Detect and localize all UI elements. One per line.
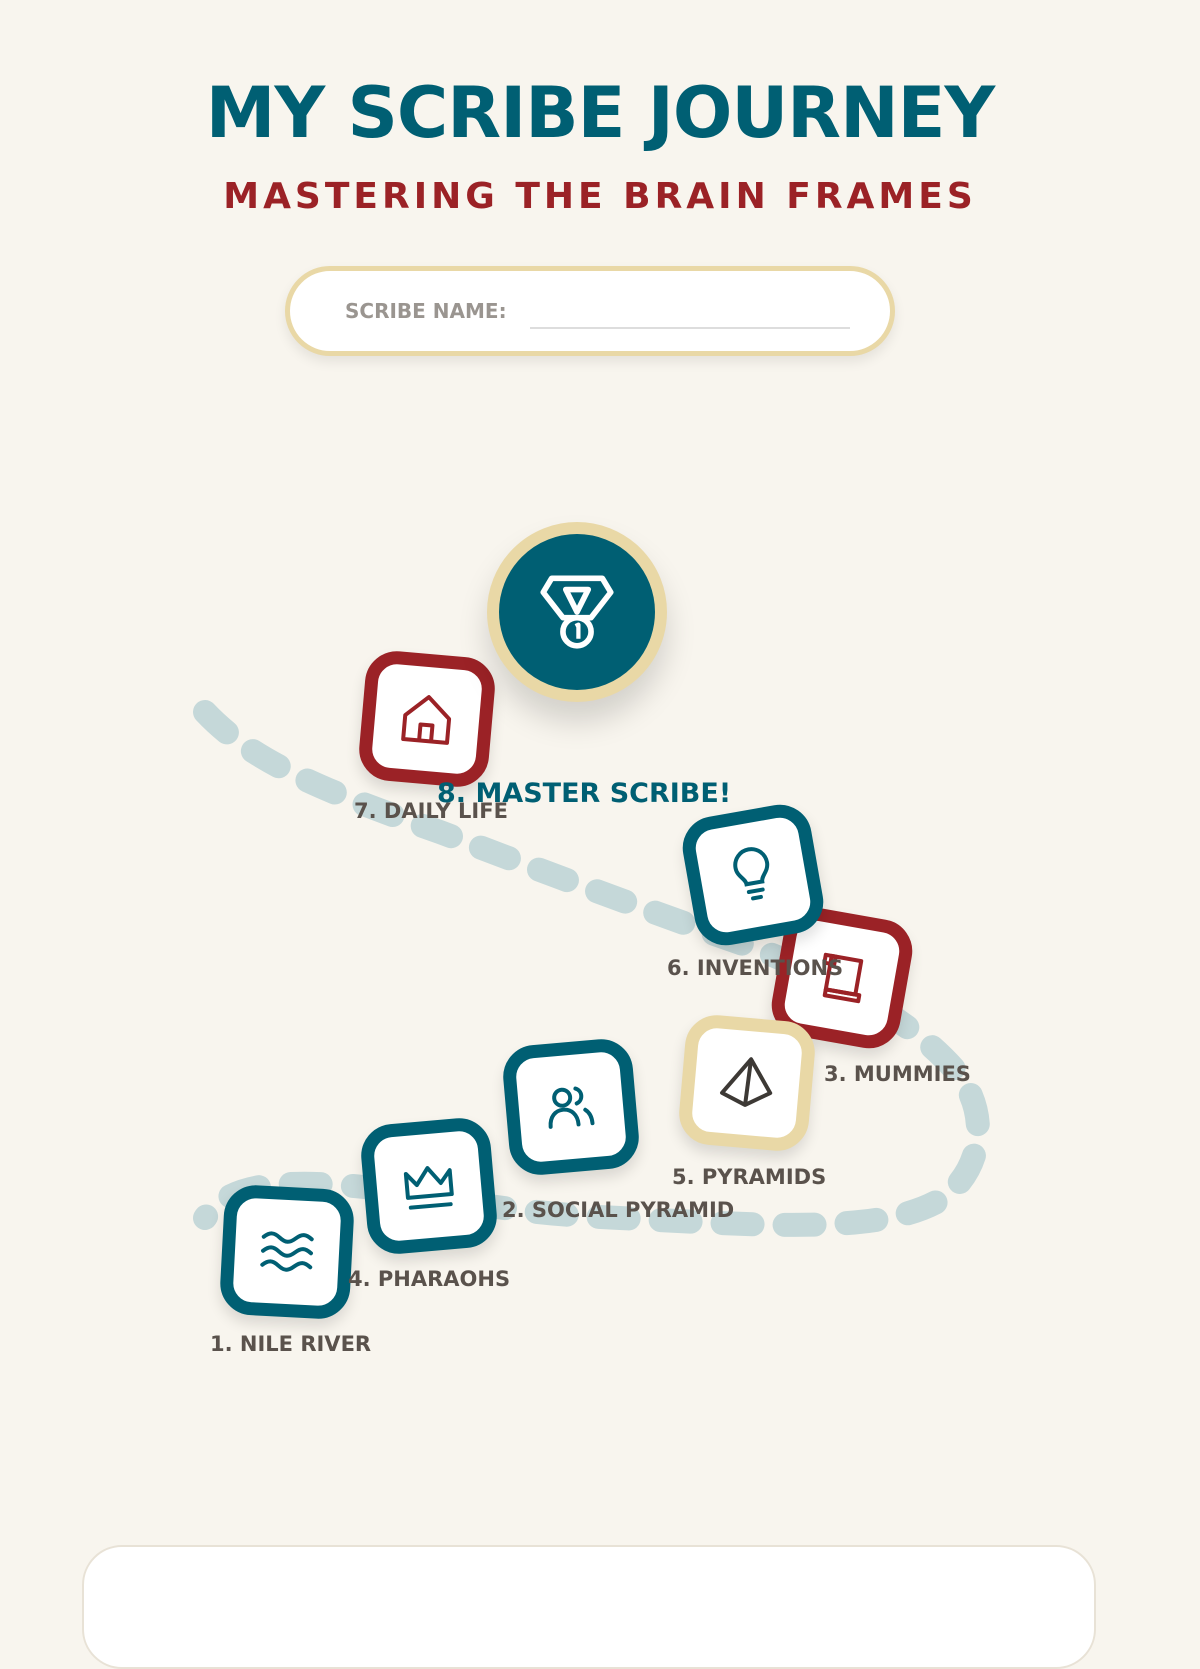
journey-label: 2. SOCIAL PYRAMID <box>502 1198 735 1222</box>
journey-node-nile-river[interactable] <box>218 1183 356 1321</box>
journey-node-pyramids[interactable] <box>676 1012 818 1154</box>
journey-label: 5. PYRAMIDS <box>672 1165 827 1189</box>
scroll-icon <box>822 952 864 1004</box>
crown-icon <box>403 1166 454 1210</box>
journey-node-inventions[interactable] <box>677 799 829 951</box>
journey-node-social-pyramid[interactable] <box>500 1036 642 1178</box>
bottom-card <box>82 1545 1096 1669</box>
journey-label: 1. NILE RIVER <box>210 1332 372 1356</box>
medal-icon <box>540 575 614 649</box>
journey-node-daily-life[interactable] <box>356 648 498 790</box>
lightbulb-icon <box>733 847 770 901</box>
journey-label: 3. MUMMIES <box>824 1062 971 1086</box>
journey-node-master-scribe[interactable] <box>487 522 667 702</box>
scribe-name-field: SCRIBE NAME: <box>285 266 895 356</box>
journey-node-pharaohs[interactable] <box>358 1115 500 1257</box>
scribe-name-label: SCRIBE NAME: <box>345 299 507 323</box>
waves-icon <box>260 1231 314 1272</box>
people-icon <box>548 1086 595 1129</box>
scribe-name-input[interactable] <box>530 289 850 329</box>
pyramid-icon <box>720 1057 773 1107</box>
journey-label: 6. INVENTIONS <box>667 956 844 980</box>
journey-node-mummies[interactable] <box>766 902 918 1054</box>
journey-label: 4. PHARAOHS <box>348 1267 511 1291</box>
master-scribe-label: 8. MASTER SCRIBE! <box>437 778 732 809</box>
journey-label: 7. DAILY LIFE <box>354 799 508 823</box>
house-icon <box>401 695 452 745</box>
page-title: MY SCRIBE JOURNEY <box>205 72 995 154</box>
page-subtitle: MASTERING THE BRAIN FRAMES <box>223 176 977 217</box>
